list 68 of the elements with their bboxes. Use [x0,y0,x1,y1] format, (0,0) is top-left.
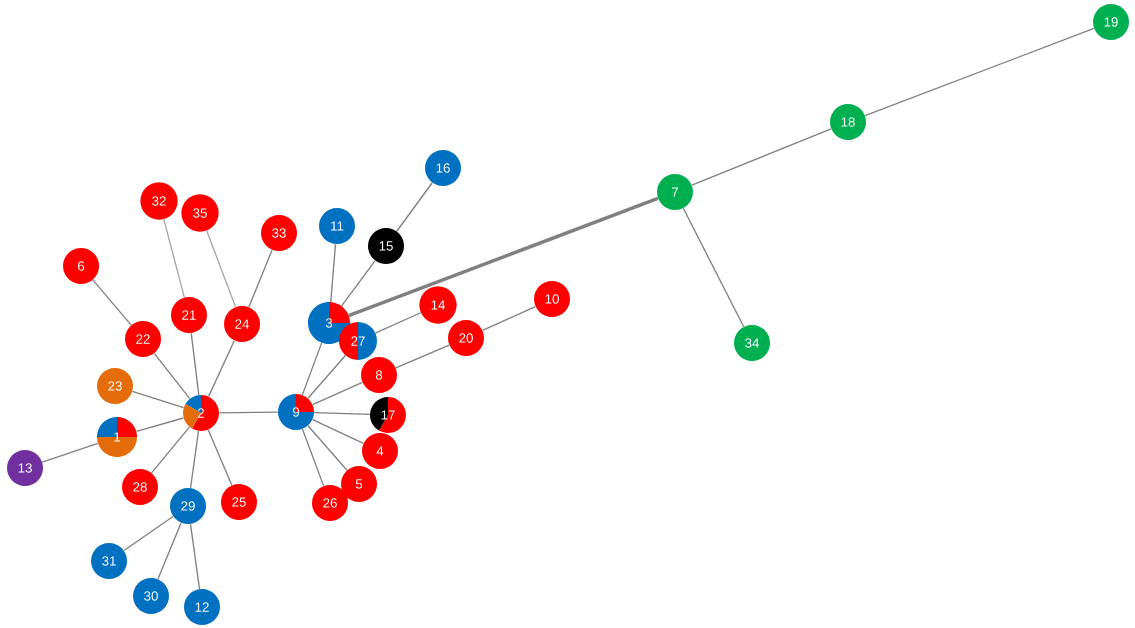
pie-node: 8 [361,357,397,393]
pie-node: 34 [734,325,770,361]
connector-line [135,417,185,433]
connector-line [312,381,363,406]
connector-line [131,390,185,409]
pie-node: 33 [261,215,297,251]
connector-line [864,27,1095,117]
connector-line [41,442,99,463]
pie-node: 28 [122,469,158,505]
connector-line [347,196,659,318]
pie-node: 35 [181,194,219,232]
pie-node: 7 [657,174,693,210]
connector-line [395,344,450,369]
connector-line [163,218,186,298]
connector-line [248,249,273,308]
connector-line [330,243,337,303]
pie-node: 14 [419,286,457,324]
pie-node: 12 [184,589,220,625]
connector-line [92,279,132,326]
connector-line [150,426,191,474]
pie-node: 24 [224,306,260,342]
pie-node: 32 [140,182,178,220]
connector-line [157,522,182,580]
connector-line [218,411,279,414]
pie-node: 31 [91,543,127,579]
connector-line [481,305,537,332]
pie-node: 19 [1093,4,1129,40]
connector-line [301,428,325,487]
pie-node: 9 [278,394,314,430]
pie-node: 21 [171,297,207,333]
pie-node: 16 [425,150,461,186]
pie-node: 10 [534,281,570,317]
pie-node: 20 [448,320,484,356]
pie-node: 22 [125,321,161,357]
pie-node: 23 [97,368,133,404]
connector-line [208,339,236,398]
connector-line [301,341,323,396]
connector-line [307,354,347,399]
pie-node: 13 [7,450,43,486]
connector-line [340,260,376,307]
connector-line [207,429,233,486]
pie-node: 30 [133,578,169,614]
pie-node: 1 [97,417,137,457]
connector-line [682,207,745,328]
connector-line [189,430,200,489]
connector-line [307,425,348,471]
pie-node: 15 [368,228,404,264]
pie-node: 11 [319,208,355,244]
connector-line [396,182,433,232]
pie-node: 3 [308,302,350,344]
pie-node: 2 [183,395,219,431]
connector-line [691,128,832,186]
connector-line [313,411,371,416]
pie-node: 6 [63,248,99,284]
connector-line [311,419,365,444]
pie-node: 5 [341,466,377,502]
pie-node: 18 [830,104,866,140]
connector-line [206,230,237,308]
connector-line [374,312,422,334]
connector-line [189,523,201,590]
pie-node: 27 [339,322,377,360]
pie-node: 26 [312,485,348,521]
pie-node: 29 [170,488,206,524]
connector-line [190,332,200,396]
pie-node: 4 [362,433,398,469]
pie-node: 25 [221,484,257,520]
connector-line [153,352,191,400]
connector-line [123,515,174,552]
